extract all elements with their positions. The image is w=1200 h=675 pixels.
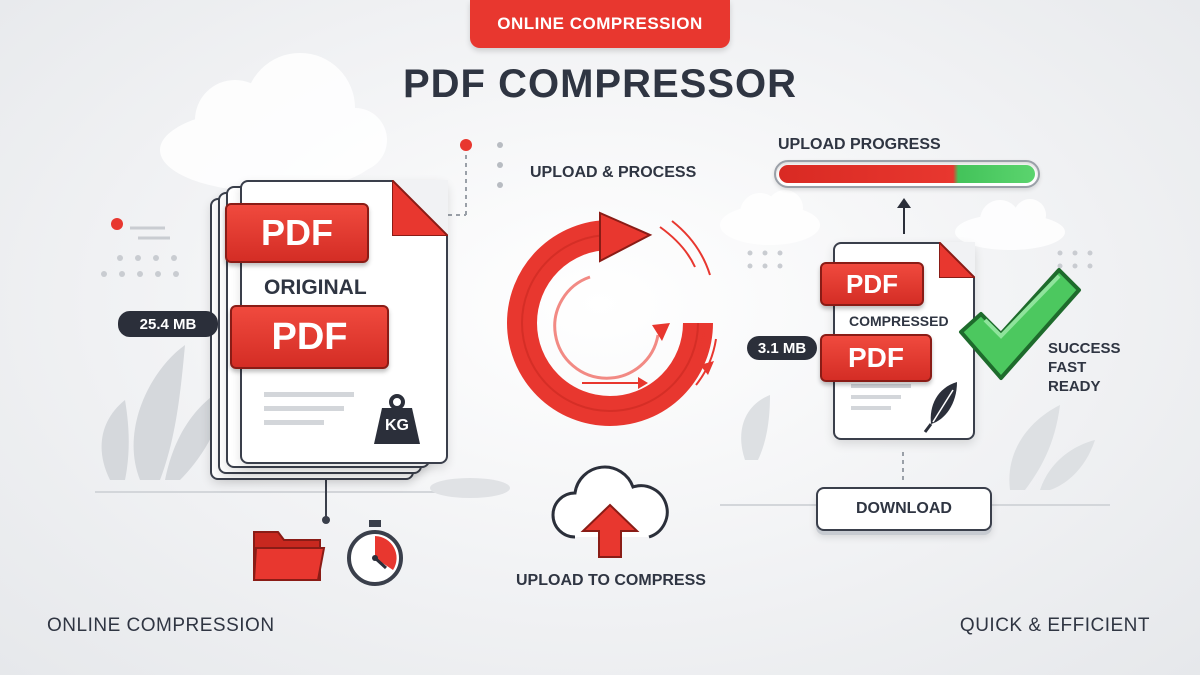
text-lines [851,384,911,410]
original-size-badge: 25.4 MB [118,311,218,337]
compressed-pdf-ribbon-top: PDF [820,262,924,306]
weight-label: KG [385,417,409,434]
compressed-label: COMPRESSED [849,313,949,329]
cloud-upload-icon [551,465,669,558]
original-label: ORIGINAL [264,276,367,299]
original-pdf-ribbon-top: PDF [225,203,369,263]
upload-to-compress-label: UPLOAD TO COMPRESS [516,572,706,589]
checkmark-icon [959,268,1081,380]
footer-left: ONLINE COMPRESSION [47,615,275,636]
text-lines [264,392,354,425]
upload-progress-bar [774,160,1040,188]
status-list: SUCCESS FAST READY [1048,339,1121,396]
folder-icon [252,531,326,581]
process-label: UPLOAD & PROCESS [530,164,697,181]
compress-arrows-icon [507,211,717,426]
page-fold-icon [392,180,448,236]
download-button[interactable]: DOWNLOAD [816,487,992,531]
compressed-pdf-ribbon-bottom: PDF [820,334,932,382]
status-success: SUCCESS [1048,340,1121,357]
original-pdf-ribbon-bottom: PDF [230,305,389,369]
upload-progress-label: UPLOAD PROGRESS [778,136,941,153]
status-fast: FAST [1048,359,1087,376]
feather-icon [923,382,957,433]
stopwatch-icon [347,520,403,586]
status-ready: READY [1048,378,1101,395]
compressed-size-badge: 3.1 MB [747,336,817,360]
footer-right: QUICK & EFFICIENT [959,615,1150,636]
page-title: PDF COMPRESSOR [402,62,798,106]
weight-icon: KG [370,392,424,446]
upload-progress-fill [779,165,1035,183]
page-fold-icon [939,242,975,278]
top-badge: ONLINE COMPRESSION [470,0,730,48]
up-arrow-icon [897,198,911,234]
